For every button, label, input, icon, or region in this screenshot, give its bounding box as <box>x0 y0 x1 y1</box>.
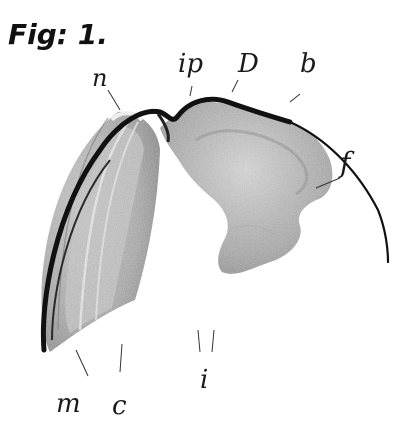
label-i: i <box>200 365 208 395</box>
label-c: c <box>112 391 127 421</box>
label-b: b <box>300 49 317 79</box>
label-m: m <box>56 389 81 419</box>
label-D: D <box>237 49 259 79</box>
label-n: n <box>92 64 107 92</box>
label-ip: ip <box>178 49 203 79</box>
figure-title: Fig: 1. <box>8 18 108 51</box>
